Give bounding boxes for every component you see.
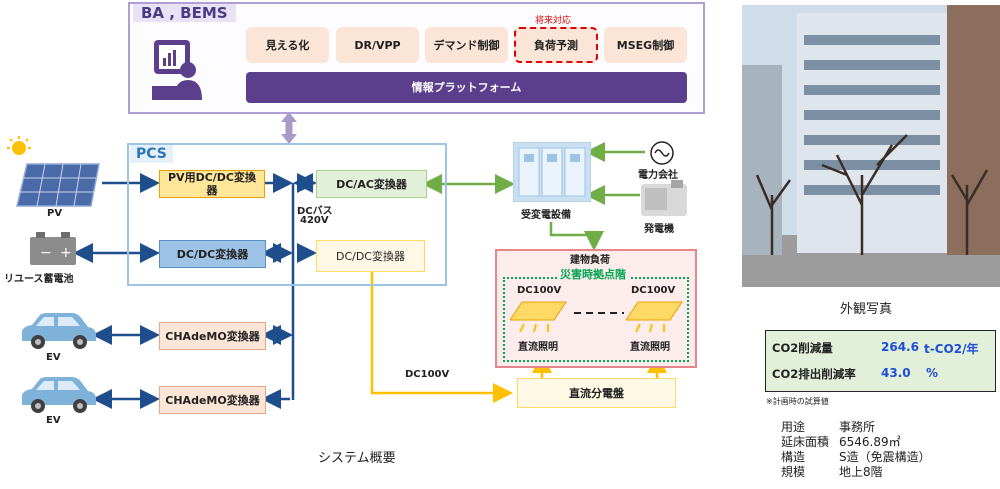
ev-label-2: EV xyxy=(46,415,61,426)
module-load-forecast: 負荷予測 xyxy=(514,27,598,63)
co2-reduction-label: CO2削減量 xyxy=(772,341,833,355)
spec-key: 用途 xyxy=(781,420,806,434)
battery-label: リユース蓄電池 xyxy=(4,274,74,285)
dc100v-right-label: DC100V xyxy=(631,285,676,296)
estimate-note: ※計画時の試算値 xyxy=(766,397,829,406)
spec-key: 構造 xyxy=(781,450,806,464)
battery-dcdc-converter: DC/DC変換器 xyxy=(159,240,266,268)
bems-title: BA , BEMS xyxy=(133,4,236,22)
substation-label: 受変電設備 xyxy=(521,210,571,221)
utility-label: 電力会社 xyxy=(638,170,678,181)
bems-operator-icon xyxy=(152,40,202,100)
chademo-converter-2: CHAdeMO変換器 xyxy=(159,386,266,414)
pcs-title: PCS xyxy=(130,145,173,163)
pv-label: PV xyxy=(47,208,63,219)
pv-dcdc-converter: PV用DC/DC変換器 xyxy=(159,170,265,198)
chademo-converter-1: CHAdeMO変換器 xyxy=(159,322,266,350)
spec-row: 延床面積 6546.89㎡ xyxy=(781,435,941,450)
dc-distribution-panel: 直流分電盤 xyxy=(517,378,676,408)
building-specs-table: 用途 事務所 延床面積 6546.89㎡ 構造 S造（免震構造） 規模 地上8階 xyxy=(781,420,941,480)
exterior-photo-caption: 外観写真 xyxy=(840,302,893,317)
building-load-title: 建物負荷 xyxy=(570,255,610,266)
spec-key: 規模 xyxy=(781,465,806,479)
co2-rate-value: 43.0 xyxy=(881,366,911,380)
future-support-note: 将来対応 xyxy=(535,16,572,26)
spec-value: 事務所 xyxy=(839,420,876,434)
pv-panel-icon xyxy=(7,136,100,207)
co2-reduction-value: 264.6 xyxy=(881,340,919,354)
pcs-section xyxy=(127,143,447,286)
generator-label: 発電機 xyxy=(644,224,674,235)
ev-car-icon-1 xyxy=(22,313,96,349)
dc-lighting-label-left: 直流照明 xyxy=(518,342,558,353)
dc-lighting-icon-left xyxy=(510,301,567,333)
module-demand-control: デマンド制御 xyxy=(425,27,508,63)
ac-source-icon xyxy=(650,141,674,165)
ev-car-icon-2 xyxy=(22,377,96,413)
information-platform: 情報プラットフォーム xyxy=(246,72,687,103)
spec-value: 地上8階 xyxy=(839,465,883,479)
disaster-floor-label: 災害時拠点階 xyxy=(557,266,629,282)
svg-text:−: − xyxy=(40,245,52,261)
co2-reduction-unit: t-CO2/年 xyxy=(924,342,979,356)
building-exterior-photo xyxy=(742,5,1000,287)
co2-table xyxy=(765,330,996,392)
co2-rate-label: CO2排出削減率 xyxy=(772,367,856,381)
spec-value: S造（免震構造） xyxy=(839,450,931,464)
spec-value: 6546.89㎡ xyxy=(839,435,901,449)
dcac-converter: DC/AC変換器 xyxy=(316,170,427,198)
co2-rate-unit: % xyxy=(926,366,939,380)
dcdc-output-converter: DC/DC変換器 xyxy=(316,240,425,272)
battery-icon: − + xyxy=(30,232,76,265)
dc-bus-voltage: 420V xyxy=(300,215,329,226)
dc100v-left-label: DC100V xyxy=(517,285,562,296)
spec-row: 規模 地上8階 xyxy=(781,465,941,480)
module-visualization: 見える化 xyxy=(246,27,329,63)
ev-label-1: EV xyxy=(46,352,61,363)
spec-row: 用途 事務所 xyxy=(781,420,941,435)
dc-lighting-label-right: 直流照明 xyxy=(630,342,670,353)
substation-icon xyxy=(513,142,591,202)
spec-row: 構造 S造（免震構造） xyxy=(781,450,941,465)
system-overview-caption: システム概要 xyxy=(318,451,396,466)
generator-icon xyxy=(641,180,687,216)
dc-bus-label: DCバス xyxy=(297,206,333,217)
module-dr-vpp: DR/VPP xyxy=(336,27,419,63)
dc-lighting-icon-right xyxy=(626,301,683,333)
spec-key: 延床面積 xyxy=(781,435,830,449)
svg-text:+: + xyxy=(60,245,72,261)
module-mseg-control: MSEG制御 xyxy=(604,27,687,63)
dc100v-line-label: DC100V xyxy=(405,369,450,380)
lighting-continuation-dashes xyxy=(574,312,624,314)
